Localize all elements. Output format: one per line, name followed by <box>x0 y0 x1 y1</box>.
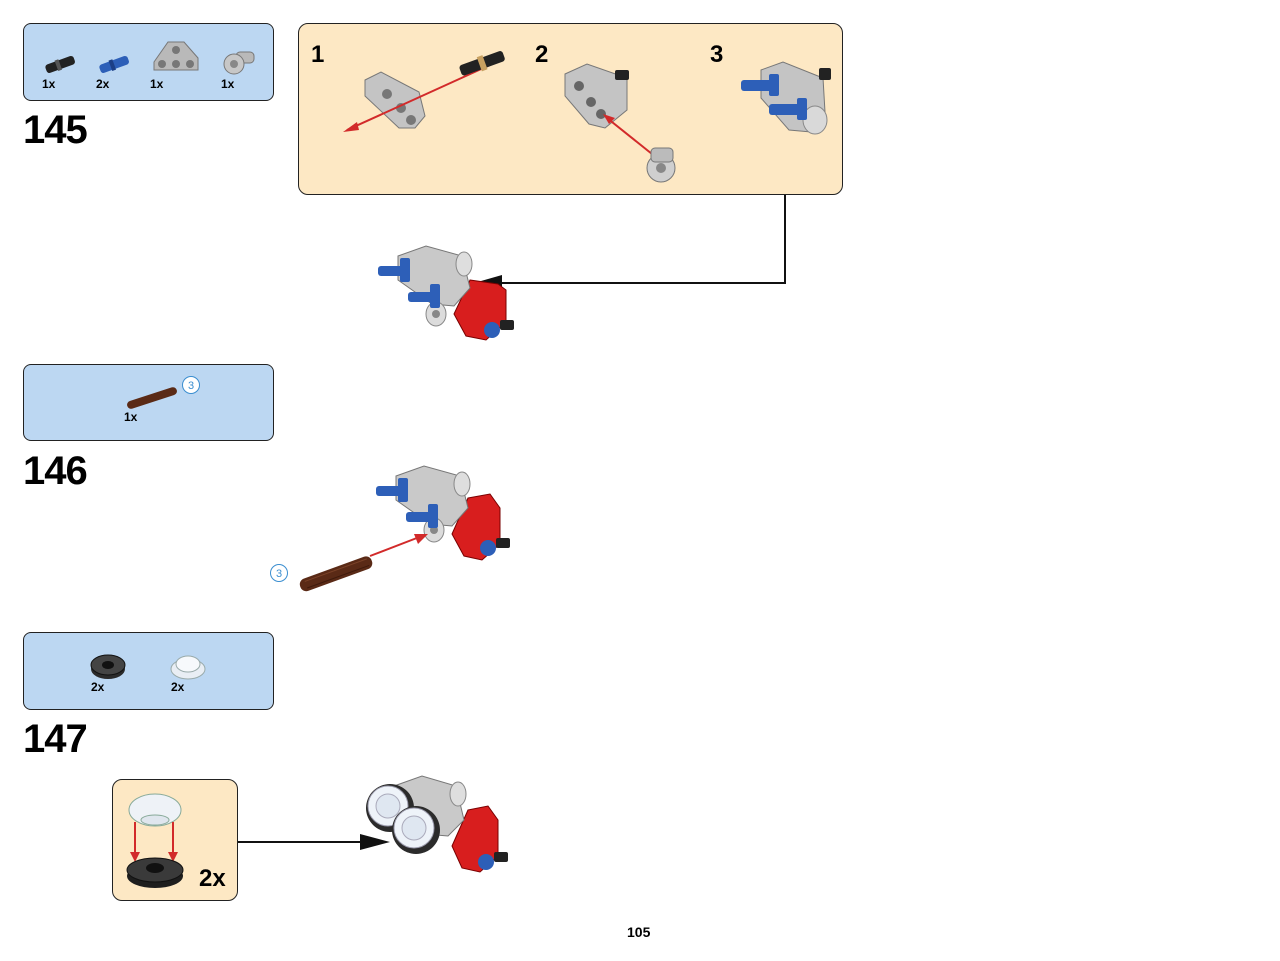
parts-list-step-146: 3 1x <box>23 364 274 441</box>
model-assembly-147 <box>366 775 508 873</box>
part-qty: 2x <box>171 680 185 694</box>
substep-callout-step-147: 2x <box>112 779 238 901</box>
parts-list-step-145: 1x 2x 1x 1x <box>23 23 274 101</box>
substep-number: 3 <box>710 41 724 68</box>
substep-2-illustration <box>564 63 676 183</box>
step-number: 147 <box>23 717 88 761</box>
part-qty: 2x <box>91 680 105 694</box>
substep-callout-step-145: 1 2 3 <box>298 23 843 195</box>
axle-insertion-arrow <box>299 534 428 592</box>
part-qty: 1x <box>42 77 56 91</box>
part-qty: 1x <box>221 77 235 91</box>
parts-list-step-147: 2x 2x <box>23 632 274 710</box>
model-assembly-145 <box>378 245 514 341</box>
brown-axle-icon <box>127 387 177 409</box>
substep-1-illustration <box>343 51 505 132</box>
substep-3-illustration <box>741 61 831 135</box>
substep-number: 1 <box>311 41 325 68</box>
clear-dish-icon <box>170 655 206 680</box>
substep-multiplier: 2x <box>199 865 226 892</box>
gray-triple-beam-icon <box>153 41 199 71</box>
part-qty: 1x <box>124 410 138 424</box>
length-callout: 3 <box>270 564 288 582</box>
black-connector-pin-icon <box>45 55 75 73</box>
black-round-plate-icon <box>90 654 126 679</box>
step-number: 145 <box>23 108 88 152</box>
part-qty: 1x <box>150 77 164 91</box>
blue-axle-pin-icon <box>99 55 129 73</box>
model-assembly-146 <box>376 465 510 561</box>
length-badge: 3 <box>182 376 200 394</box>
part-qty: 2x <box>96 77 110 91</box>
gray-angle-connector-icon <box>223 51 255 75</box>
step-number: 146 <box>23 449 88 493</box>
dish-onto-plate-illustration <box>126 793 184 888</box>
page-number: 105 <box>627 924 651 940</box>
substep-number: 2 <box>535 41 549 68</box>
connector-line <box>238 834 390 850</box>
